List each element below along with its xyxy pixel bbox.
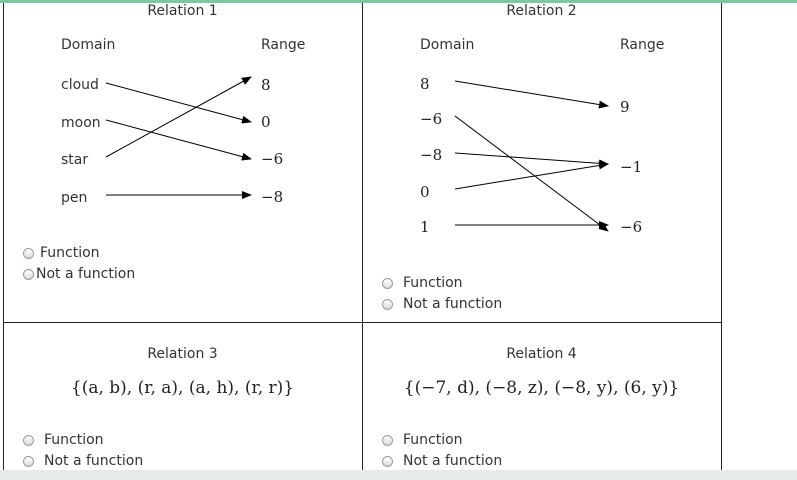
arrow-moon-to-neg6 (105, 119, 252, 161)
radio-button[interactable] (382, 434, 393, 446)
relation-2-option-function[interactable]: Function (382, 275, 463, 291)
relation-1-mapping-arrows (105, 76, 252, 199)
grid-line-left (3, 3, 4, 470)
relation-1-range-header: Range (261, 37, 306, 53)
option-label: Function (40, 245, 100, 261)
relation-3-option-not-function[interactable]: Not a function (23, 453, 143, 469)
relation-1-domain-item: star (61, 152, 89, 168)
relation-4-option-function[interactable]: Function (382, 432, 463, 448)
relation-2-title: Relation 2 (506, 3, 577, 19)
relation-2-mapping-arrows (454, 80, 609, 232)
relation-1-domain-header: Domain (61, 37, 116, 53)
relation-1-option-function[interactable]: Function (23, 245, 100, 261)
relation-2-domain-item: 1 (420, 218, 430, 236)
relation-3-panel: Relation 3 {(a, b), (r, a), (a, h), (r, … (3, 323, 362, 470)
option-label: Not a function (403, 296, 503, 312)
relation-2-panel: Relation 2 Domain Range 8 −6 −8 0 1 9 −1… (362, 3, 721, 322)
relation-2-domain-item: 0 (420, 183, 430, 201)
option-label: Not a function (403, 453, 503, 469)
arrow-0-to-neg1 (454, 161, 609, 190)
relations-grid: Relation 1 Domain Range cloud moon star … (3, 3, 722, 470)
relation-2-range-item: −6 (620, 218, 643, 236)
relation-1-range-item: 0 (261, 113, 271, 131)
relation-2-range-header: Range (620, 37, 665, 53)
relation-1-panel: Relation 1 Domain Range cloud moon star … (3, 3, 362, 322)
top-accent-bar (0, 0, 797, 3)
relation-2-range-item: −1 (620, 158, 643, 176)
relation-1-domain-item: cloud (61, 77, 99, 93)
relation-1-domain-item: pen (61, 190, 88, 206)
relation-3-option-function[interactable]: Function (23, 432, 104, 448)
radio-button[interactable] (382, 277, 393, 289)
grid-line-horizontal (3, 322, 722, 323)
relation-1-range-item: −6 (261, 150, 284, 168)
relation-3-set: {(a, b), (r, a), (a, h), (r, r)} (70, 378, 295, 398)
radio-button[interactable] (23, 268, 34, 280)
radio-button[interactable] (23, 455, 34, 467)
relation-4-title: Relation 4 (506, 346, 577, 362)
relation-1-option-not-function[interactable]: Not a function (23, 266, 135, 282)
relation-2-domain-item: −8 (420, 146, 443, 164)
arrow-cloud-to-0 (105, 82, 252, 124)
relation-1-title: Relation 1 (147, 3, 218, 19)
grid-line-right (721, 3, 722, 470)
radio-button[interactable] (23, 434, 34, 446)
relation-2-domain-header: Domain (420, 37, 475, 53)
arrow-neg8-to-neg1 (454, 152, 609, 168)
relation-1-domain-item: moon (61, 115, 101, 131)
relation-2-range-item: 9 (620, 98, 630, 116)
relation-4-panel: Relation 4 {(−7, d), (−8, z), (−8, y), (… (362, 323, 721, 470)
bottom-scroll-bar (0, 470, 797, 480)
option-label: Function (403, 275, 463, 291)
relation-2-domain-item: 8 (420, 75, 430, 93)
radio-button[interactable] (382, 455, 393, 467)
relation-2-domain-item: −6 (420, 110, 443, 128)
relation-1-range-item: 8 (261, 76, 271, 94)
option-label: Not a function (44, 453, 144, 469)
relation-3-title: Relation 3 (147, 346, 218, 362)
arrow-star-to-8 (105, 76, 252, 158)
relation-1-range-item: −8 (261, 188, 284, 206)
relation-2-option-not-function[interactable]: Not a function (382, 296, 502, 312)
grid-line-middle (362, 3, 363, 470)
relation-4-set: {(−7, d), (−8, z), (−8, y), (6, y)} (403, 378, 680, 398)
relation-4-option-not-function[interactable]: Not a function (382, 453, 502, 469)
radio-button[interactable] (382, 298, 393, 310)
option-label: Function (403, 432, 463, 448)
arrow-8-to-9 (454, 80, 609, 109)
option-label: Function (44, 432, 104, 448)
arrow-neg6-to-neg6 (454, 115, 609, 232)
radio-button[interactable] (23, 247, 34, 259)
option-label: Not a function (36, 266, 136, 282)
